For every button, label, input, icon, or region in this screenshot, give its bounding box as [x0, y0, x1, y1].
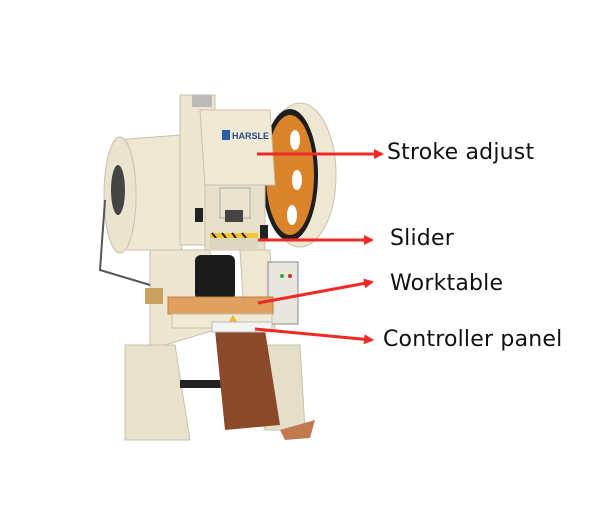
label-controller-panel: Controller panel — [383, 327, 563, 352]
flywheel — [262, 102, 337, 248]
label-slider: Slider — [390, 226, 454, 251]
arrow-controller-panel — [254, 327, 374, 345]
arrow-worktable — [257, 278, 374, 305]
machine-base — [124, 330, 315, 441]
callout-arrows — [254, 149, 384, 345]
worktable — [167, 296, 274, 333]
label-stroke-adjust: Stroke adjust — [387, 140, 535, 165]
slider-assembly — [195, 184, 268, 251]
label-worktable: Worktable — [390, 271, 504, 296]
motor-drum — [98, 134, 183, 304]
brand-logo: HARSLE — [232, 131, 269, 141]
